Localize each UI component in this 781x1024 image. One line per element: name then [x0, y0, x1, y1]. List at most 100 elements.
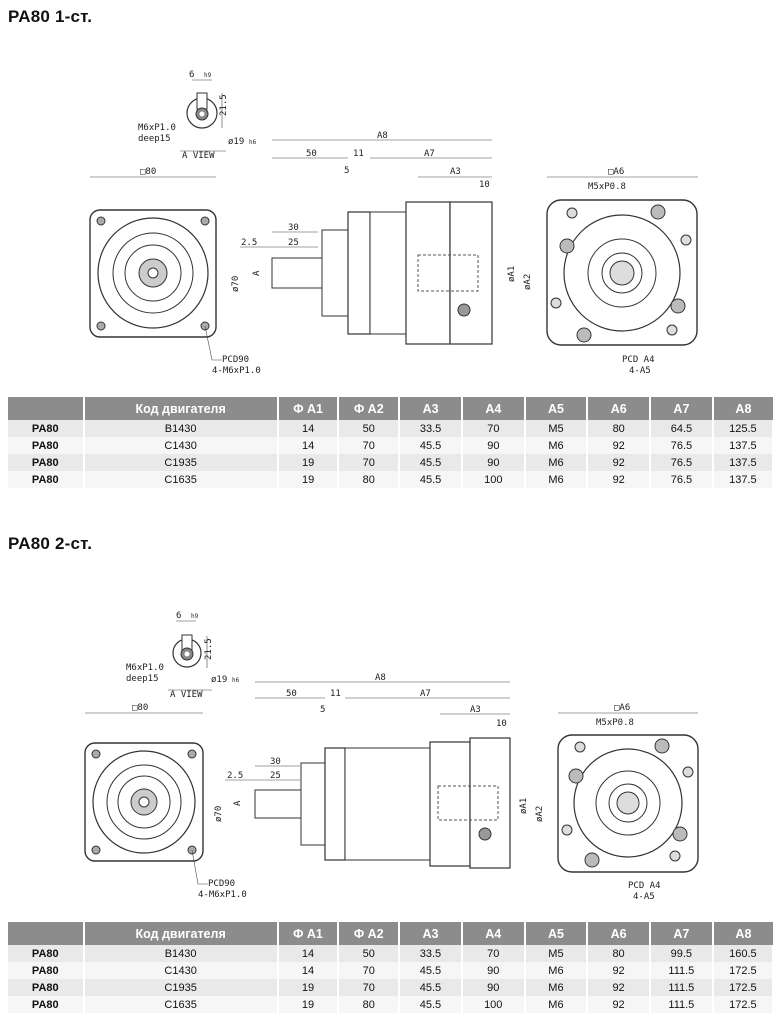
table-cell: C1635 [83, 996, 279, 1013]
key-width-tol-label: h9 [191, 613, 199, 620]
header-cell: A7 [649, 922, 714, 945]
len2-5-label: 2.5 [241, 238, 257, 248]
dia70-label: ø70 [214, 806, 224, 822]
table-cell: 92 [587, 437, 652, 454]
table-cell: C1430 [83, 437, 279, 454]
table-cell: 92 [587, 996, 651, 1013]
a8-label: A8 [377, 131, 388, 141]
table-cell: 80 [338, 471, 401, 488]
table-cell: 50 [338, 945, 401, 962]
table-cell: 92 [587, 962, 651, 979]
table-cell: PA80 [8, 471, 85, 488]
table-cell: 100 [461, 471, 526, 488]
key-width-label: 6 [176, 611, 181, 621]
table-cell: PA80 [8, 437, 85, 454]
front-view-right: □A6 M5xP0.8 PCD A4 4-A5 [546, 167, 698, 376]
table-cell: 45.5 [399, 454, 463, 471]
a7-label: A7 [424, 149, 435, 159]
len30-label: 30 [288, 223, 299, 233]
header-cell: A7 [650, 397, 714, 420]
key-height-label: 21.5 [204, 638, 214, 660]
side-view: A8 50 11 A7 5 A3 10 30 2.5 25 ø70 A øA1 … [214, 673, 545, 869]
key-height-label: 21.5 [219, 94, 229, 116]
front-view-right: □A6 M5xP0.8 PCD A4 4-A5 [557, 703, 699, 902]
len30-label: 30 [270, 757, 281, 767]
thread-depth-label: deep15 [138, 134, 171, 144]
table-header-row: Код двигателя Φ A1 Φ A2 A3 A4 A5 A6 A7 A… [8, 922, 773, 945]
len50-label: 50 [286, 689, 297, 699]
len11-label: 11 [330, 689, 341, 699]
shaft-dia-label: ø19 [228, 137, 244, 147]
table-cell: M6 [524, 996, 589, 1013]
holes-label: 4-M6xP1.0 [198, 890, 247, 900]
table-cell: 19 [277, 996, 340, 1013]
table-cell: 19 [277, 454, 340, 471]
table-cell: C1430 [83, 962, 279, 979]
header-cell: Код двигателя [83, 397, 279, 420]
table-cell: PA80 [8, 979, 85, 996]
table-cell: M6 [524, 454, 589, 471]
a8-label: A8 [375, 673, 386, 683]
table-cell: 14 [277, 945, 340, 962]
table-row: PA80 B1430 14 50 33.5 70 M5 80 64.5 125.… [8, 420, 775, 437]
holes-a5-label: 4-A5 [633, 892, 655, 902]
header-cell: A3 [399, 397, 463, 420]
table-row: PA80 C1430 14 70 45.5 90 M6 92 76.5 137.… [8, 437, 775, 454]
a3-label: A3 [470, 705, 481, 715]
table-cell: M6 [524, 962, 589, 979]
len10-label: 10 [479, 180, 490, 190]
table-cell: PA80 [8, 420, 85, 437]
dia70-label: ø70 [231, 276, 241, 292]
table-cell: 92 [587, 979, 651, 996]
technical-drawing-2: 6 h9 21.5 M6xP1.0 deep15 ø19 h6 A VIEW □… [0, 608, 781, 913]
table-cell: 111.5 [649, 996, 714, 1013]
dia-a1-label: øA1 [507, 266, 517, 282]
a6-label: □A6 [608, 167, 624, 177]
header-cell: A8 [712, 922, 773, 945]
table-cell: 92 [587, 454, 652, 471]
table-cell: 19 [277, 979, 340, 996]
len25-label: 25 [288, 238, 299, 248]
pcd90-label: PCD90 [222, 355, 249, 365]
table-cell: M6 [524, 471, 589, 488]
len2-5-label: 2.5 [227, 771, 243, 781]
table-cell: 137.5 [712, 471, 775, 488]
key-width-tol-label: h9 [204, 72, 212, 79]
header-cell: A5 [524, 397, 589, 420]
front-view-left: □80 PCD90 4-M6xP1.0 [84, 703, 247, 900]
header-cell: A6 [587, 397, 652, 420]
table-row: PA80 C1635 19 80 45.5 100 M6 92 76.5 137… [8, 471, 775, 488]
header-cell [8, 922, 85, 945]
holes-label: 4-M6xP1.0 [212, 366, 261, 376]
table-header-row: Код двигателя Φ A1 Φ A2 A3 A4 A5 A6 A7 A… [8, 397, 773, 420]
a-view-detail: 6 h9 21.5 M6xP1.0 deep15 ø19 h6 A VIEW [126, 611, 240, 700]
a6-label: □A6 [614, 703, 630, 713]
len11-label: 11 [353, 149, 364, 159]
pcd90-label: PCD90 [208, 879, 235, 889]
section-title-2: PA80 2-ст. [8, 534, 93, 553]
table-cell: 172.5 [712, 979, 775, 996]
header-cell: A8 [712, 397, 773, 420]
side-view: A8 50 11 A7 5 A3 10 30 2.5 25 ø70 A øA1 … [231, 131, 533, 345]
key-width-label: 6 [189, 70, 194, 80]
thread-a5-label: M5xP0.8 [588, 182, 626, 192]
table-cell: 90 [461, 454, 526, 471]
table-cell: 70 [338, 962, 401, 979]
table-cell: 125.5 [712, 420, 775, 437]
a-view-detail: 6 h9 21.5 M6xP1.0 deep15 ø19 h6 A VIEW [138, 70, 257, 161]
a-view-label: A VIEW [182, 151, 215, 161]
table-row: PA80 C1935 19 70 45.5 90 M6 92 111.5 172… [8, 979, 775, 996]
holes-a5-label: 4-A5 [629, 366, 651, 376]
shaft-tol-label: h6 [232, 677, 240, 684]
flange-sq-label: □80 [140, 167, 156, 177]
shaft-dia-label: ø19 [211, 675, 227, 685]
table-cell: C1635 [83, 471, 279, 488]
spec-table-1: Код двигателя Φ A1 Φ A2 A3 A4 A5 A6 A7 A… [8, 397, 775, 488]
table-cell: PA80 [8, 454, 85, 471]
table-cell: 111.5 [649, 979, 714, 996]
table-cell: PA80 [8, 996, 85, 1013]
table-row: PA80 C1635 19 80 45.5 100 M6 92 111.5 17… [8, 996, 775, 1013]
table-cell: 80 [338, 996, 401, 1013]
section-title-1: PA80 1-ст. [8, 7, 93, 26]
table-cell: 64.5 [650, 420, 714, 437]
